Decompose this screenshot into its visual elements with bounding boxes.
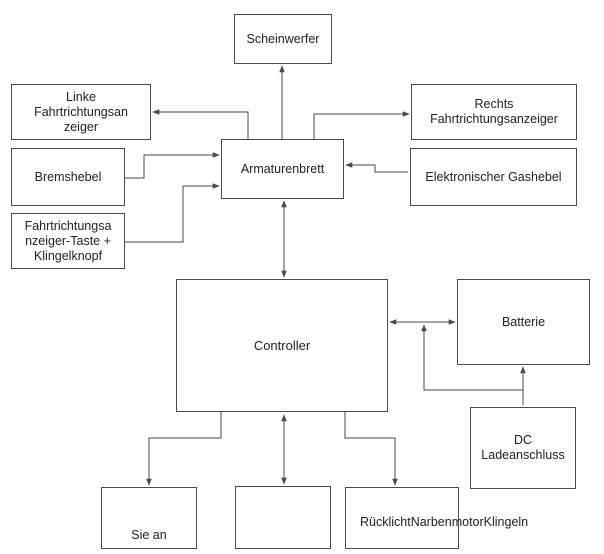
node-elektronischer-gashebel: Elektronischer Gashebel (410, 148, 577, 206)
node-bremshebel: Bremshebel (11, 148, 125, 206)
node-dc-ladeanschluss: DC Ladeanschluss (470, 407, 576, 489)
node-controller: Controller (176, 279, 388, 412)
edge-controller-ruecklicht (344, 412, 398, 486)
edge-gashebel-armaturenbrett (345, 162, 408, 173)
node-linke-label: Linke Fahrtrichtungsan zeiger (34, 89, 128, 134)
node-batterie: Batterie (457, 279, 590, 365)
node-sie-an-label: Sie an (131, 528, 167, 542)
node-scheinwerfer: Scheinwerfer (234, 14, 332, 64)
node-ruecklicht-label: RücklichtNarbenmotorKlingeln (360, 515, 529, 529)
node-rechts-fahrtrichtungsanzeiger: Rechts Fahrtrichtungsanzeiger (411, 84, 577, 140)
node-sie-an: Sie an (101, 487, 197, 549)
edge-armaturenbrett-rechts (313, 111, 410, 139)
node-taste-label: Fahrtrichtungsa nzeiger-Taste + Klingelk… (24, 218, 112, 263)
edge-dc-link (421, 324, 523, 391)
node-scheinwerfer-label: Scheinwerfer (246, 31, 320, 46)
edge-armaturenbrett-linke (152, 109, 249, 139)
node-bremshebel-label: Bremshebel (34, 169, 102, 184)
edge-bremshebel-armaturenbrett (125, 152, 220, 179)
node-controller-label: Controller (253, 338, 311, 353)
node-fahrtrichtungsanzeiger-taste: Fahrtrichtungsa nzeiger-Taste + Klingelk… (11, 213, 125, 269)
node-armaturenbrett: Armaturenbrett (221, 139, 344, 199)
edge-taste-armaturenbrett (125, 183, 220, 243)
node-empty-box (235, 486, 331, 549)
node-batterie-label: Batterie (501, 314, 546, 329)
node-linke-fahrtrichtungsanzeiger: Linke Fahrtrichtungsan zeiger (11, 84, 151, 140)
edge-controller-sie-an (146, 412, 222, 486)
node-dc-label: DC Ladeanschluss (481, 433, 565, 462)
node-ruecklicht: RücklichtNarbenmotorKlingeln (345, 487, 528, 549)
node-armaturenbrett-label: Armaturenbrett (240, 161, 325, 176)
node-gashebel-label: Elektronischer Gashebel (425, 169, 562, 184)
node-rechts-label: Rechts Fahrtrichtungsanzeiger (430, 97, 558, 126)
